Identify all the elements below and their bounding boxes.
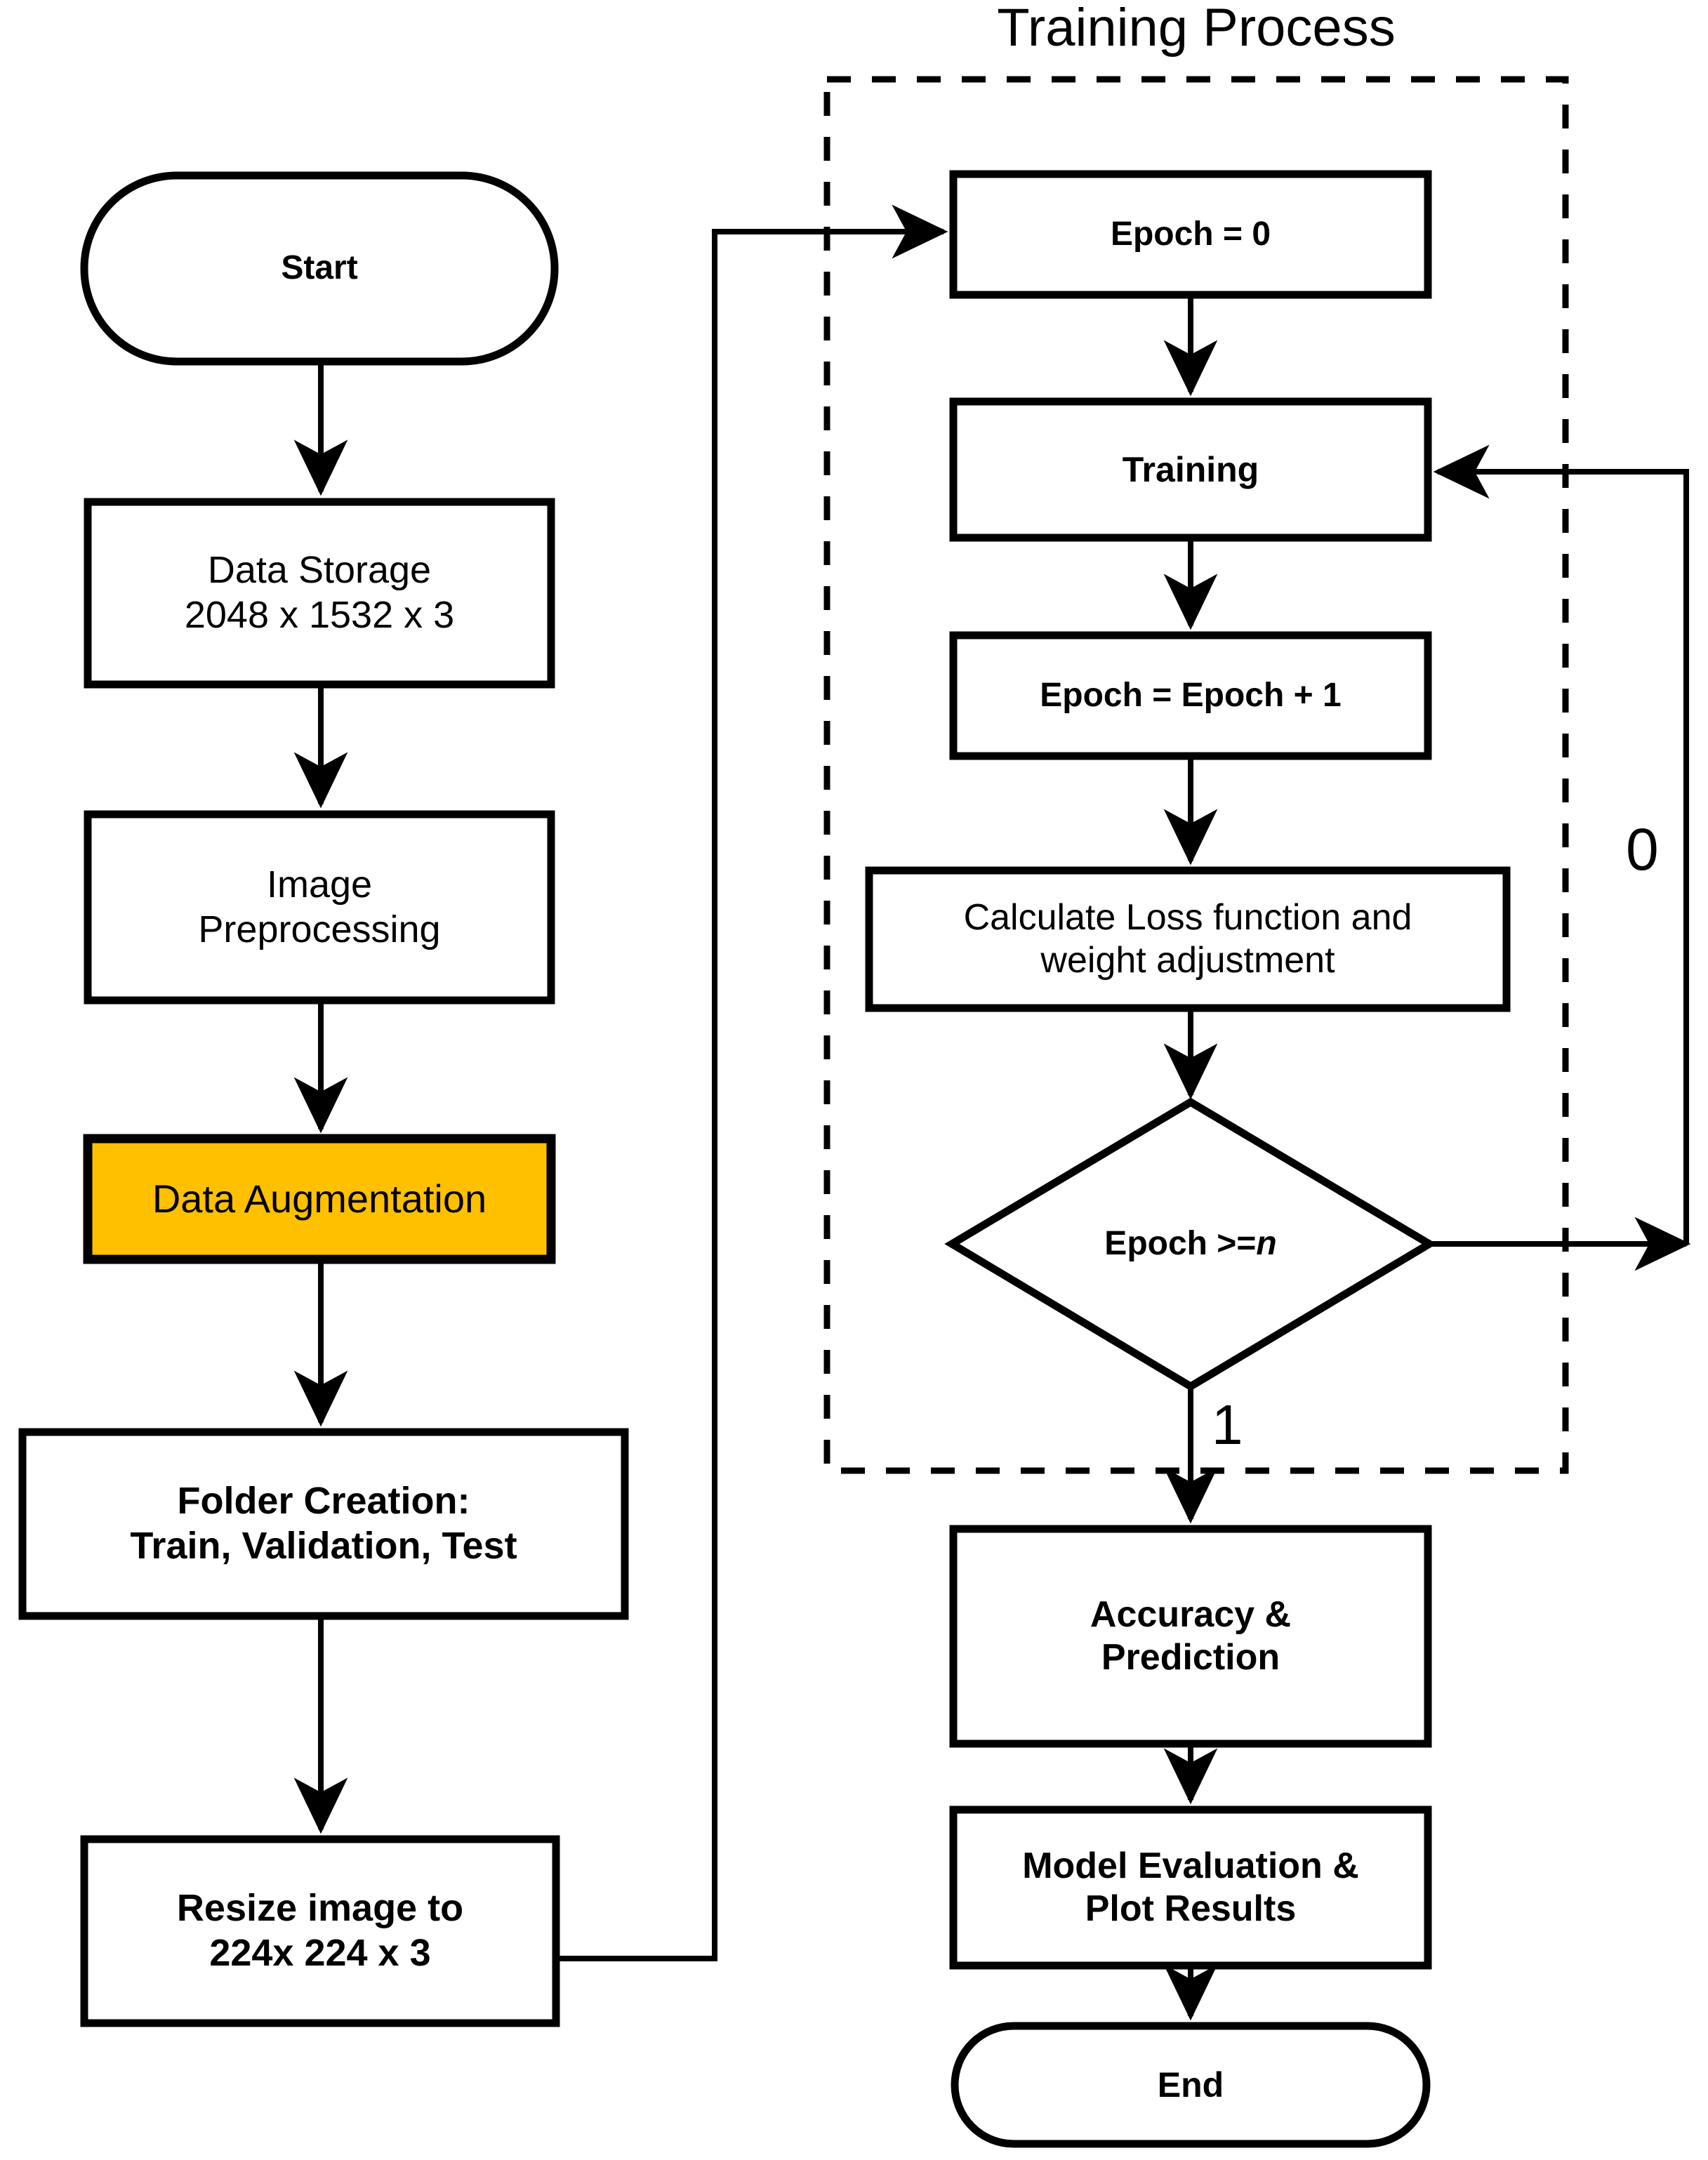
edge-false-loop-return xyxy=(1433,444,1689,1244)
training-shape[interactable] xyxy=(949,397,1432,542)
training-process-title: Training Process xyxy=(827,0,1565,58)
training-process-title-label: Training Process xyxy=(997,0,1396,58)
data-augmentation-shape[interactable] xyxy=(83,1134,556,1264)
training-process-container xyxy=(823,76,1569,1474)
epoch-check-shape[interactable] xyxy=(944,1097,1437,1391)
end-shape[interactable] xyxy=(951,2022,1431,2148)
epoch-init-shape[interactable] xyxy=(949,170,1432,299)
image-preprocessing-shape[interactable] xyxy=(84,810,555,1005)
data-storage-shape[interactable] xyxy=(84,498,555,689)
branch-label-false: 0 xyxy=(1626,816,1659,882)
model-evaluation-shape[interactable] xyxy=(949,1805,1432,1970)
epoch-increment-shape[interactable] xyxy=(949,631,1432,760)
branch-label-true: 1 xyxy=(1212,1393,1243,1456)
resize-image-shape[interactable] xyxy=(80,1835,560,2027)
start-shape[interactable] xyxy=(80,171,559,366)
accuracy-prediction-shape[interactable] xyxy=(949,1525,1432,1748)
calculate-loss-shape[interactable] xyxy=(865,866,1511,1012)
folder-creation-shape[interactable] xyxy=(18,1428,629,1620)
edge-resize-to-epoch-init xyxy=(556,204,948,1961)
